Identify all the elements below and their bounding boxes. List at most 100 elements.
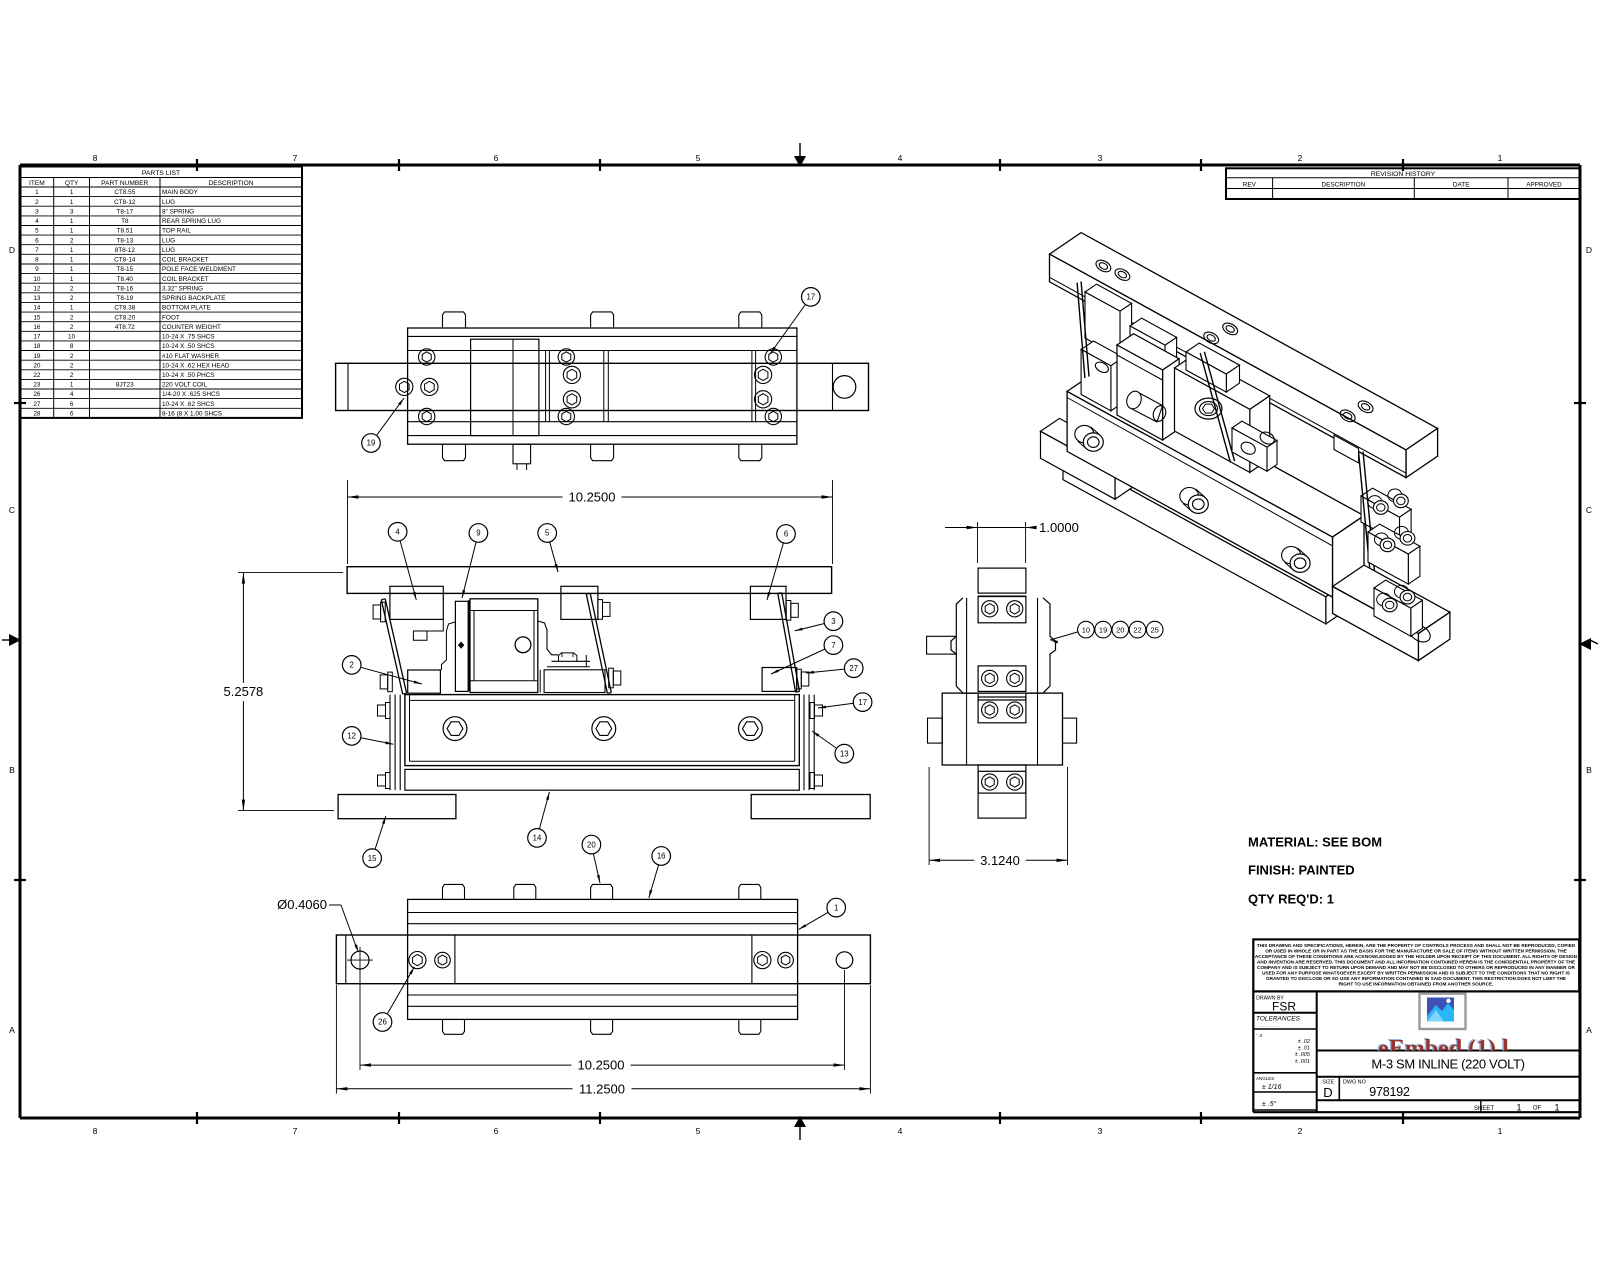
svg-text:A: A [9, 1025, 15, 1035]
svg-text:15: 15 [33, 314, 41, 321]
svg-text:CT8.38: CT8.38 [114, 305, 135, 312]
svg-text:T8-16: T8-16 [116, 285, 133, 292]
svg-text:SIZE: SIZE [1322, 1080, 1334, 1086]
svg-text:14: 14 [33, 305, 41, 312]
svg-text:17: 17 [806, 293, 815, 302]
svg-text:3: 3 [1098, 153, 1103, 163]
svg-text:D: D [1586, 245, 1592, 255]
svg-text:6: 6 [784, 530, 788, 539]
svg-text:MAIN BODY: MAIN BODY [162, 189, 199, 196]
svg-text:CT8-14: CT8-14 [114, 257, 136, 264]
svg-text:17: 17 [33, 334, 41, 341]
svg-text:12: 12 [347, 732, 356, 741]
svg-text:4T8.72: 4T8.72 [115, 324, 135, 331]
svg-text:6: 6 [70, 411, 74, 418]
svg-text:PARTS LIST: PARTS LIST [142, 170, 180, 177]
svg-text:2: 2 [1298, 153, 1303, 163]
svg-text:SPRING BACKPLATE: SPRING BACKPLATE [162, 295, 225, 302]
svg-text:18: 18 [33, 343, 41, 350]
svg-text:10-24 X .75 SHCS: 10-24 X .75 SHCS [162, 334, 215, 341]
svg-text:M-3 SM INLINE (220 VOLT): M-3 SM INLINE (220 VOLT) [1371, 1057, 1524, 1072]
svg-text:4: 4 [395, 528, 400, 537]
svg-text:DESCRIPTION: DESCRIPTION [1322, 181, 1366, 188]
svg-text:FOOT: FOOT [162, 314, 180, 321]
svg-text:ITEM: ITEM [29, 180, 45, 187]
svg-text:7: 7 [35, 247, 39, 254]
svg-text:20: 20 [33, 362, 41, 369]
svg-text:± .5°: ± .5° [1262, 1100, 1277, 1108]
svg-text:3: 3 [70, 209, 74, 216]
svg-text:25: 25 [1151, 625, 1159, 634]
svg-text:SHEET: SHEET [1474, 1106, 1494, 1112]
svg-text:T8-19: T8-19 [116, 295, 133, 302]
svg-text:DATE: DATE [1453, 181, 1470, 188]
svg-text:22: 22 [1133, 625, 1141, 634]
svg-text:3.32" SPRING: 3.32" SPRING [162, 285, 203, 292]
svg-text:3: 3 [831, 617, 835, 626]
svg-text:4: 4 [70, 391, 74, 398]
svg-text:1: 1 [1516, 1103, 1521, 1113]
svg-text:CT8.55: CT8.55 [114, 189, 135, 196]
svg-text:1: 1 [70, 228, 74, 235]
svg-text:5: 5 [35, 228, 39, 235]
svg-text:8: 8 [93, 1126, 98, 1136]
svg-text:D: D [9, 245, 15, 255]
svg-text:15: 15 [368, 854, 377, 863]
svg-text:1: 1 [70, 247, 74, 254]
svg-text:2: 2 [35, 199, 39, 206]
svg-text:6: 6 [494, 1126, 499, 1136]
svg-text:1: 1 [70, 266, 74, 273]
svg-text:TOLERANCES: TOLERANCES [1256, 1016, 1301, 1023]
svg-text:17: 17 [858, 698, 867, 707]
svg-text:QTY REQ'D: 1: QTY REQ'D: 1 [1248, 891, 1334, 906]
svg-text:± .01: ± .01 [1298, 1046, 1310, 1052]
svg-text:3: 3 [35, 209, 39, 216]
svg-text:26: 26 [378, 1018, 387, 1027]
svg-text:COIL BRACKET: COIL BRACKET [162, 257, 209, 264]
svg-text:T8-13: T8-13 [116, 237, 133, 244]
svg-text:± 1/16: ± 1/16 [1262, 1084, 1282, 1091]
svg-text:Ø0.4060: Ø0.4060 [277, 897, 327, 912]
svg-text:' .X: ' .X [1256, 1033, 1262, 1038]
svg-text:LUG: LUG [162, 199, 175, 206]
svg-text:T8: T8 [121, 218, 129, 225]
svg-text:10-24 X .50 SHCS: 10-24 X .50 SHCS [162, 343, 215, 350]
svg-text:THIS DRAWING AND SPECIFICATION: THIS DRAWING AND SPECIFICATIONS, HEREIN,… [1257, 943, 1576, 948]
svg-text:POLE FACE WELDMENT: POLE FACE WELDMENT [162, 266, 236, 273]
svg-text:1: 1 [70, 199, 74, 206]
svg-text:1: 1 [70, 189, 74, 196]
svg-text:2: 2 [350, 661, 354, 670]
svg-text:10.2500: 10.2500 [578, 1058, 625, 1073]
svg-text:6: 6 [494, 153, 499, 163]
svg-text:8" SPRING: 8" SPRING [162, 209, 194, 216]
svg-text:TOP RAIL: TOP RAIL [162, 228, 191, 235]
svg-text:± .005: ± .005 [1295, 1052, 1311, 1058]
svg-text:RIGHT TO USE INFORMATION OBTAI: RIGHT TO USE INFORMATION OBTAINED FROM A… [1339, 982, 1494, 987]
svg-text:7: 7 [293, 153, 298, 163]
svg-text:12: 12 [33, 285, 41, 292]
svg-text:REV: REV [1243, 181, 1257, 188]
svg-text:10.2500: 10.2500 [569, 490, 616, 505]
svg-text:T8.51: T8.51 [117, 228, 134, 235]
svg-text:eEmbed (1) l: eEmbed (1) l [1377, 1035, 1508, 1061]
svg-text:B: B [9, 765, 15, 775]
svg-text:2: 2 [70, 295, 74, 302]
svg-text:PART NUMBER: PART NUMBER [101, 180, 149, 187]
svg-text:23: 23 [33, 382, 41, 389]
svg-text:8T8-12: 8T8-12 [115, 247, 136, 254]
svg-text:3.1240: 3.1240 [980, 853, 1020, 868]
svg-text:9: 9 [476, 529, 480, 538]
svg-text:DRAWN BY: DRAWN BY [1256, 996, 1284, 1002]
svg-text:16: 16 [33, 324, 41, 331]
svg-text:3: 3 [1098, 1126, 1103, 1136]
svg-text:C: C [1586, 505, 1592, 515]
svg-text:10-24 X .62 HEX HEAD: 10-24 X .62 HEX HEAD [162, 362, 230, 369]
svg-text:1: 1 [35, 189, 39, 196]
svg-text:1.0000: 1.0000 [1039, 520, 1079, 535]
svg-text:19: 19 [33, 353, 41, 360]
svg-text:CT8.20: CT8.20 [114, 314, 135, 321]
svg-text:2: 2 [70, 362, 74, 369]
svg-text:6: 6 [70, 401, 74, 408]
svg-text:B: B [1586, 765, 1592, 775]
svg-text:. . . . . . . .: . . . . . . . . [1258, 1023, 1277, 1028]
